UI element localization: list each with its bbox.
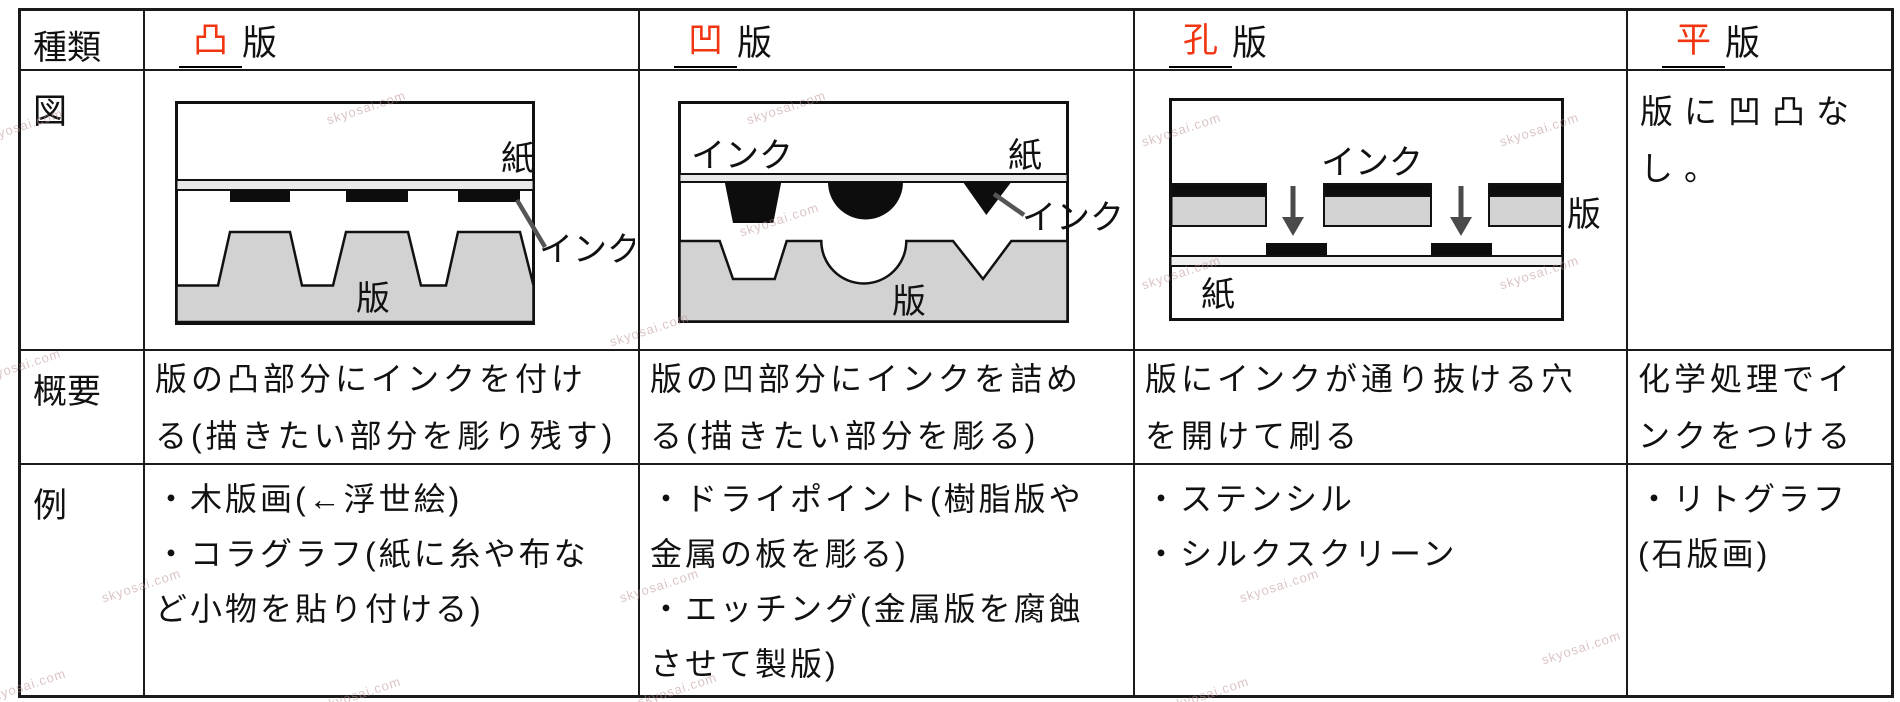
- figure-intaglio-cell: インク 紙 版 インク: [640, 71, 1135, 351]
- summary-planographic: 化学処理でイ ンクをつける: [1628, 351, 1891, 465]
- row-header-summary: 概要: [21, 351, 145, 465]
- relief-ink-leader-line: [515, 198, 547, 249]
- relief-ink-block: [230, 190, 290, 202]
- intaglio-paper-strip: [678, 173, 1069, 183]
- stencil-paper-label: 紙: [1201, 276, 1235, 314]
- example-item: ・木版画(←浮世絵): [155, 481, 463, 517]
- stencil-plate-label: 版: [1567, 196, 1601, 234]
- examples-relief: ・木版画(←浮世絵) ・コラグラフ(紙に糸や布な ど小物を貼り付ける): [145, 465, 640, 695]
- intaglio-paper-label: 紙: [1008, 137, 1042, 175]
- blank-underline: 凸: [179, 12, 243, 68]
- example-item: ・ステンシル: [1145, 481, 1356, 517]
- intaglio-diagram: インク 紙 版 インク: [678, 101, 1124, 323]
- type-planographic-char: 平: [1676, 21, 1712, 60]
- figure-planographic-cell: 版に凹凸な し。: [1628, 71, 1891, 351]
- type-stencil-suffix: 版: [1232, 23, 1268, 63]
- examples-intaglio: ・ドライポイント(樹脂版や 金属の板を彫る) ・エッチング(金属版を腐蝕 させて…: [640, 465, 1135, 695]
- summary-intaglio: 版の凹部分にインクを詰め る(描きたい部分を彫る): [640, 351, 1135, 465]
- relief-plate-shape: [175, 230, 535, 324]
- stencil-ink-label: インク: [1321, 144, 1423, 182]
- stencil-diagram: インク 紙 版: [1169, 98, 1601, 321]
- relief-paper-label: 紙: [501, 140, 535, 178]
- intaglio-ink-trapezoid: [724, 182, 782, 223]
- type-stencil-char: 孔: [1183, 21, 1219, 60]
- stencil-ink-layer: [1488, 183, 1563, 197]
- stencil-passed-ink: [1266, 243, 1327, 256]
- intaglio-ink-label: インク: [1022, 199, 1124, 237]
- intaglio-plate-shape: [678, 239, 1069, 323]
- summary-relief: 版の凸部分にインクを付け る(描きたい部分を彫り残す): [145, 351, 640, 465]
- stencil-plate-segment: [1488, 195, 1563, 227]
- down-arrow-icon: [1282, 186, 1304, 236]
- relief-diagram: 紙 版 インク: [175, 101, 635, 325]
- figure-stencil-cell: インク 紙 版: [1135, 71, 1628, 351]
- blank-underline: 平: [1662, 12, 1726, 68]
- example-item: ・エッチング(金属版を腐蝕 させて製版): [650, 591, 1084, 682]
- intaglio-plate-label: 版: [892, 283, 926, 321]
- stencil-ink-layer: [1323, 183, 1432, 197]
- row-header-figure: 図: [21, 71, 145, 351]
- printmaking-table: 種類 凸版 凹版 孔版 平版 図 紙 版: [18, 8, 1894, 698]
- relief-ink-block: [346, 190, 408, 202]
- type-stencil: 孔版: [1135, 11, 1628, 71]
- summary-stencil: 版にインクが通り抜ける穴 を開けて刷る: [1135, 351, 1628, 465]
- stencil-ink-layer: [1170, 183, 1267, 197]
- intaglio-ink-top-label: インク: [691, 137, 793, 175]
- type-relief-suffix: 版: [242, 23, 278, 63]
- example-item: ・シルクスクリーン: [1145, 536, 1458, 572]
- example-item: ・ドライポイント(樹脂版や 金属の板を彫る): [650, 481, 1084, 572]
- intaglio-ink-triangle: [963, 182, 1012, 215]
- relief-plate-label: 版: [356, 280, 390, 318]
- stencil-paper-strip: [1169, 255, 1564, 267]
- intaglio-ink-dome: [828, 182, 903, 220]
- type-planographic: 平版: [1628, 11, 1891, 71]
- figure-relief-cell: 紙 版 インク: [145, 71, 640, 351]
- blank-underline: 孔: [1169, 12, 1233, 68]
- type-intaglio-suffix: 版: [737, 23, 773, 63]
- relief-paper-strip: [175, 179, 535, 191]
- type-relief: 凸版: [145, 11, 640, 71]
- intaglio-ink-leader-line: [992, 192, 1026, 217]
- blank-underline: 凹: [674, 12, 738, 68]
- stencil-plate-segment: [1170, 195, 1267, 227]
- relief-ink-block: [458, 190, 520, 202]
- type-intaglio: 凹版: [640, 11, 1135, 71]
- example-item: ・リトグラフ (石版画): [1638, 481, 1849, 572]
- examples-stencil: ・ステンシル ・シルクスクリーン: [1135, 465, 1628, 695]
- row-header-type: 種類: [21, 11, 145, 71]
- type-relief-char: 凸: [193, 21, 229, 60]
- planographic-note: 版に凹凸な し。: [1640, 93, 1860, 187]
- row-header-examples: 例: [21, 465, 145, 695]
- type-intaglio-char: 凹: [688, 21, 724, 60]
- down-arrow-icon: [1450, 186, 1472, 236]
- type-planographic-suffix: 版: [1725, 23, 1761, 63]
- examples-planographic: ・リトグラフ (石版画): [1628, 465, 1891, 695]
- example-item: ・コラグラフ(紙に糸や布な ど小物を貼り付ける): [155, 536, 589, 627]
- relief-ink-label: インク: [539, 231, 635, 269]
- stencil-passed-ink: [1431, 243, 1492, 256]
- stencil-plate-segment: [1323, 195, 1432, 227]
